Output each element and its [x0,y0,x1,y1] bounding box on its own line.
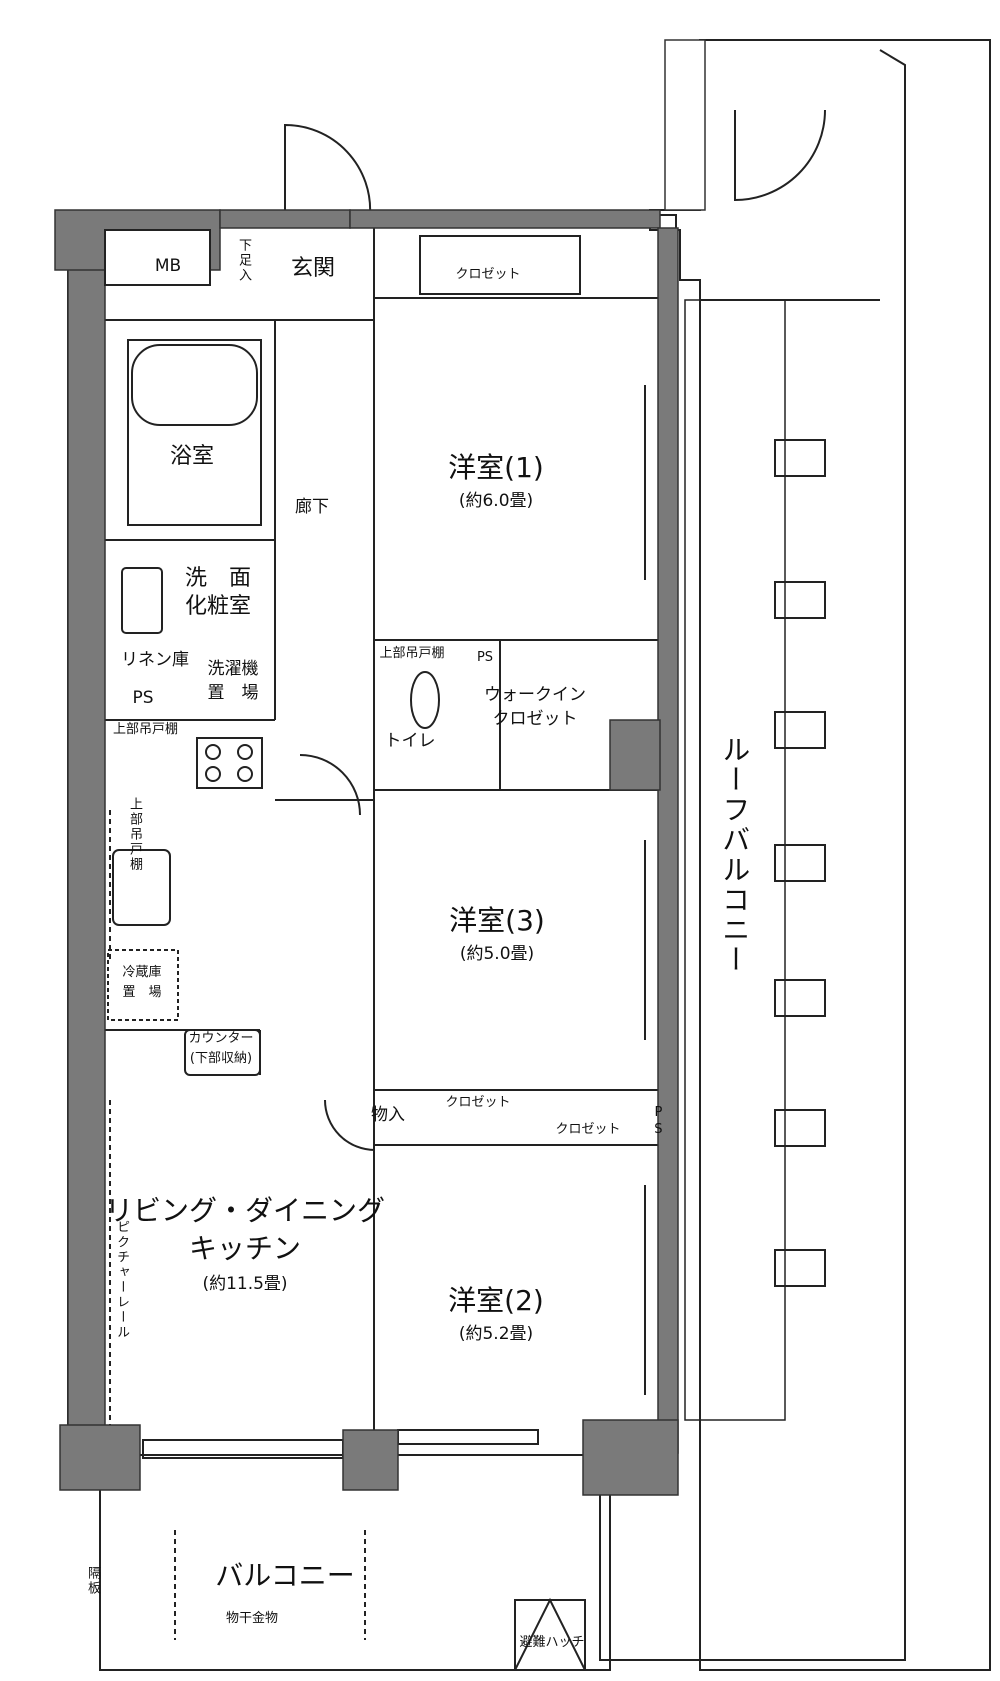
wall-left [67,214,106,1456]
upper-cabinet-vertical-label: 上部吊戸棚 [126,797,142,872]
wall-right [657,227,679,1454]
western2-name: 洋室(2) [448,1284,544,1317]
wall-bottom-right [582,1419,679,1496]
washroom-label-1: 洗 面 [184,566,252,591]
roof-planters [774,439,826,1287]
corridor-label: 廊下 [295,497,329,517]
balcony-label: バルコニー [215,1559,355,1592]
shoe-storage-label: 下足入 [235,238,251,283]
closet-mid2-label: クロゼット [555,1122,621,1137]
washroom-label-2: 化粧室 [184,594,252,619]
entrance-door [284,123,372,216]
western1-size: (約6.0畳) [458,491,534,511]
closet-top-label: クロゼット [455,267,521,282]
ldk-size: (約11.5畳) [202,1274,288,1294]
fridge-label-1: 冷蔵庫 [122,965,162,980]
roof-rail [684,299,786,1421]
picture-rail-label: ピクチャーレール [113,1220,129,1340]
ldk-label-2: キッチン [188,1232,302,1265]
upper-cabinet-top-label: 上部吊戸棚 [379,646,445,661]
linen-label: リネン庫 [121,650,189,670]
storage-label: 物入 [371,1105,405,1125]
toilet-label: トイレ [384,731,436,751]
ps-left-label: PS [132,688,154,708]
western3-name: 洋室(3) [449,904,545,937]
roof-balcony-label: ルーフバルコニー [718,735,752,975]
counter-label-2: (下部収納) [189,1051,253,1066]
ps-toilet-label: PS [476,650,494,665]
wall-bottom-left [59,1424,141,1491]
upper-cabinet-kitchen-label: 上部吊戸棚 [113,722,179,737]
wall-top [219,209,351,229]
washer-label-2: 置 場 [207,683,259,703]
ps-right-label: PS [650,1105,666,1139]
mb-label: MB [154,256,182,276]
ldk-label-1: リビング・ダイニング [104,1194,386,1227]
western2-size: (約5.2畳) [458,1324,534,1344]
western1-name: 洋室(1) [448,451,544,484]
roof-balcony-outline [649,39,991,1671]
escape-hatch-label: 避難ハッチ [519,1635,585,1650]
corridor-door [299,754,361,816]
bath-label: 浴室 [169,444,215,469]
wall-corner [609,719,661,791]
stove [196,737,263,789]
washer-label-1: 洗濯機 [207,659,259,679]
partition-label: 隔板 [84,1566,100,1596]
drying-hardware-label: 物干金物 [225,1611,279,1626]
roof-door [734,109,826,202]
entrance-label: 玄関 [290,256,336,281]
counter [184,1029,261,1076]
fridge-space [107,949,179,1021]
walkin-label-2: クロゼット [492,709,578,729]
counter-label-1: カウンター [188,1031,254,1046]
kitchen-sink [112,849,171,926]
fridge-label-2: 置 場 [122,985,162,1000]
ldk-door [324,1099,376,1151]
wall-bottom-mid [342,1429,399,1491]
toilet-bowl [410,671,440,729]
wash-basin [121,567,163,634]
closet-mid1-label: クロゼット [445,1095,511,1110]
bathtub [131,344,258,426]
western3-size: (約5.0畳) [459,944,535,964]
walkin-label-1: ウォークイン [484,685,586,705]
unit-outline [67,214,677,1456]
